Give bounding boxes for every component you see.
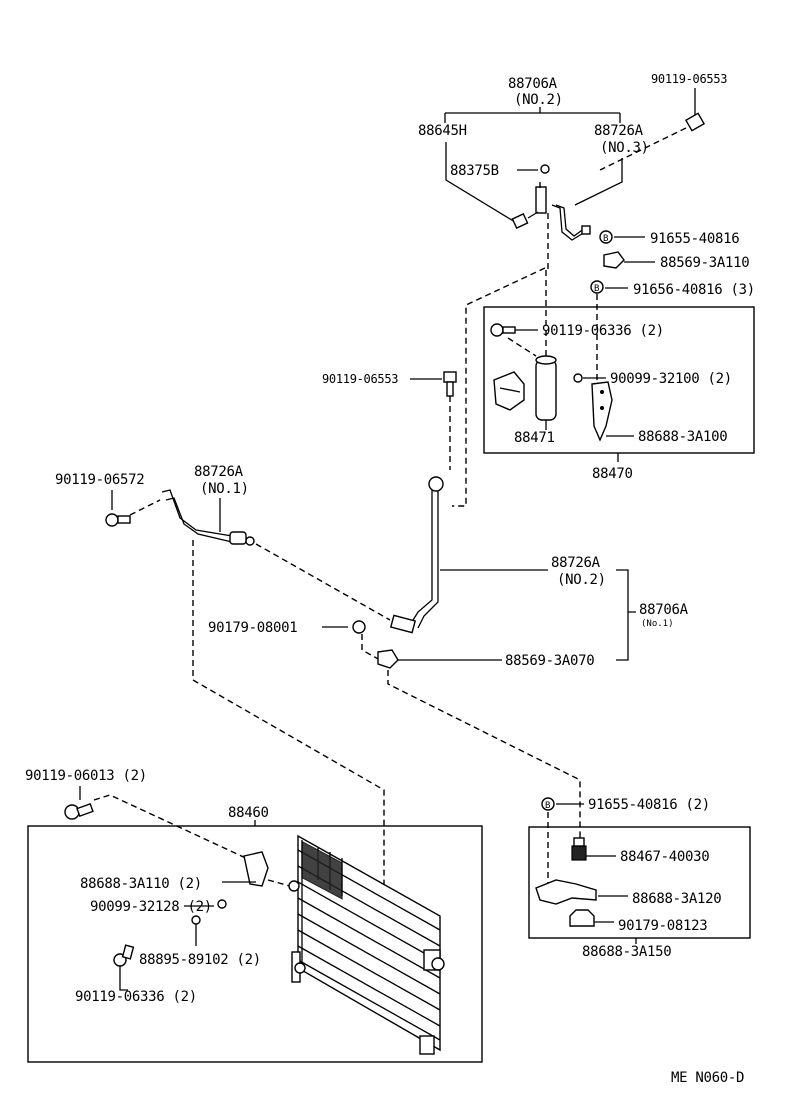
- label-88726A-no3: 88726A: [594, 123, 644, 139]
- label-91655-40816-top: 91655-40816: [650, 231, 739, 247]
- bracket-assembly-box: [528, 826, 751, 939]
- label-88470: 88470: [592, 466, 633, 482]
- label-88569-3A110: 88569-3A110: [660, 255, 749, 271]
- bolt-icon: [105, 513, 131, 527]
- label-88726A-no1: 88726A: [194, 464, 244, 480]
- condenser-core-icon: [291, 834, 445, 1055]
- label-88688-3A150: 88688-3A150: [582, 944, 671, 960]
- bracket-icon: [535, 879, 597, 905]
- washer-icon: [352, 620, 366, 634]
- bracket-icon: [243, 851, 269, 887]
- nut-icon: [573, 373, 583, 383]
- label-88688-3A100: 88688-3A100: [638, 429, 727, 445]
- hose-no1-icon: [161, 489, 255, 546]
- label-88726A-no1-sub: (NO.1): [200, 481, 249, 497]
- nut-icon: [599, 230, 613, 244]
- label-88706A-no1-sub: (No.1): [641, 619, 674, 629]
- label-88706A-no1: 88706A: [639, 602, 689, 618]
- label-88471: 88471: [514, 430, 555, 446]
- receiver-assembly-box: [483, 306, 755, 454]
- pressure-switch-icon: [540, 164, 550, 174]
- label-88569-3A070: 88569-3A070: [505, 653, 594, 669]
- bolt-icon: [64, 802, 94, 820]
- label-90099-32100: 90099-32100 (2): [610, 371, 732, 387]
- label-88688-3A120: 88688-3A120: [632, 891, 721, 907]
- screw-icon: [191, 915, 201, 946]
- label-88460: 88460: [228, 805, 269, 821]
- hose-no2-icon: [389, 476, 444, 634]
- condenser-box: [27, 825, 483, 1063]
- nut-icon: [569, 909, 595, 927]
- diagram-code: ME N060-D: [671, 1070, 744, 1086]
- label-91655-40816-bottom: 91655-40816 (2): [588, 797, 710, 813]
- nut-icon: [541, 797, 555, 811]
- label-90179-08001: 90179-08001: [208, 620, 297, 636]
- bolt-icon: [113, 944, 135, 967]
- label-88688-3A110: 88688-3A110 (2): [80, 876, 202, 892]
- upper-pipe-icon: [511, 186, 591, 241]
- label-88895-89102: 88895-89102 (2): [139, 952, 261, 968]
- svg-text:B: B: [545, 801, 550, 811]
- label-88726A-no2: 88726A: [551, 555, 601, 571]
- bolt-icon: [443, 371, 457, 397]
- label-88706A-no2: 88706A: [508, 76, 558, 92]
- label-88726A-no2-sub: (NO.2): [557, 572, 606, 588]
- clamp-icon: [377, 649, 399, 669]
- label-88706A-no2-sub: (NO.2): [514, 92, 563, 108]
- label-90119-06336-receiver: 90119-06336 (2): [542, 323, 664, 339]
- label-88726A-no3-sub: (NO.3): [600, 140, 649, 156]
- label-90119-06553-mid: 90119-06553: [322, 372, 398, 386]
- label-90119-06572: 90119-06572: [55, 472, 144, 488]
- bolt-icon: [490, 323, 516, 337]
- bracket-icon: [591, 381, 613, 442]
- clamp-icon: [603, 251, 625, 269]
- bolt-icon: [684, 112, 706, 132]
- label-90119-06553-top: 90119-06553: [651, 72, 727, 86]
- label-90179-08123: 90179-08123: [618, 918, 707, 934]
- label-90119-06336-cond: 90119-06336 (2): [75, 989, 197, 1005]
- label-88645H: 88645H: [418, 123, 467, 139]
- nut-icon: [590, 280, 604, 294]
- label-90099-32128: 90099-32128 (2): [90, 899, 212, 915]
- receiver-bracket-icon: [493, 371, 525, 411]
- label-91656-40816: 91656-40816 (3): [633, 282, 755, 298]
- svg-text:B: B: [603, 234, 608, 244]
- svg-text:B: B: [594, 284, 599, 294]
- receiver-drier-icon: [535, 355, 557, 430]
- cushion-icon: [571, 837, 587, 861]
- label-88467-40030: 88467-40030: [620, 849, 709, 865]
- label-88375B: 88375B: [450, 163, 499, 179]
- label-90119-06013: 90119-06013 (2): [25, 768, 147, 784]
- nut-icon: [217, 899, 227, 909]
